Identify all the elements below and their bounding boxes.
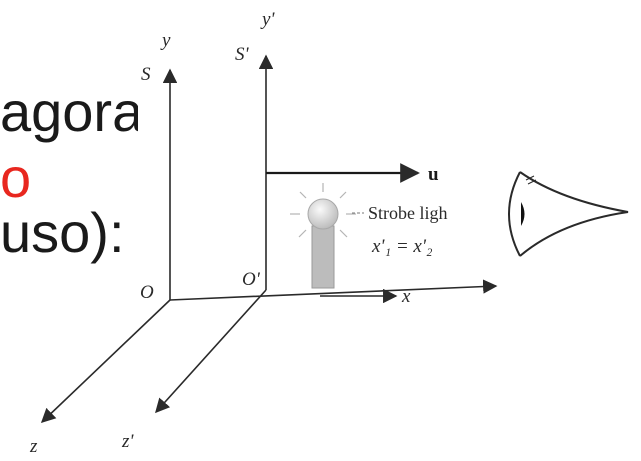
strobe-bulb: [307, 198, 339, 230]
strobe-rays: [290, 183, 356, 238]
s-origin-label: O: [140, 282, 154, 303]
s-z-label: z: [29, 436, 38, 457]
slide-text-line-3: uso):: [0, 201, 125, 264]
figure-background: [138, 0, 641, 461]
s-prime-origin-label: O': [242, 269, 261, 290]
x-axis-label: x: [401, 286, 411, 307]
s-z-axis: [40, 299, 171, 423]
eye-icon: [508, 171, 629, 257]
slide-text-line-2-highlight: o: [0, 146, 32, 209]
strobe-light-label: Strobe ligh: [368, 203, 448, 223]
s-prime-z-axis: [155, 289, 267, 414]
velocity-label: u: [428, 164, 439, 185]
s-y-label: y: [160, 30, 171, 51]
s-prime-y-label: y': [260, 9, 275, 30]
slide-text-line-1: agora: [0, 80, 144, 143]
s-prime-frame-label: S': [235, 44, 250, 65]
common-x-axis: [169, 279, 498, 301]
strobe-post: [311, 225, 335, 289]
s-prime-z-label: z': [121, 431, 134, 452]
equation-label: x'₁ = x'₂: [371, 236, 433, 257]
s-frame-label: S: [141, 64, 151, 85]
